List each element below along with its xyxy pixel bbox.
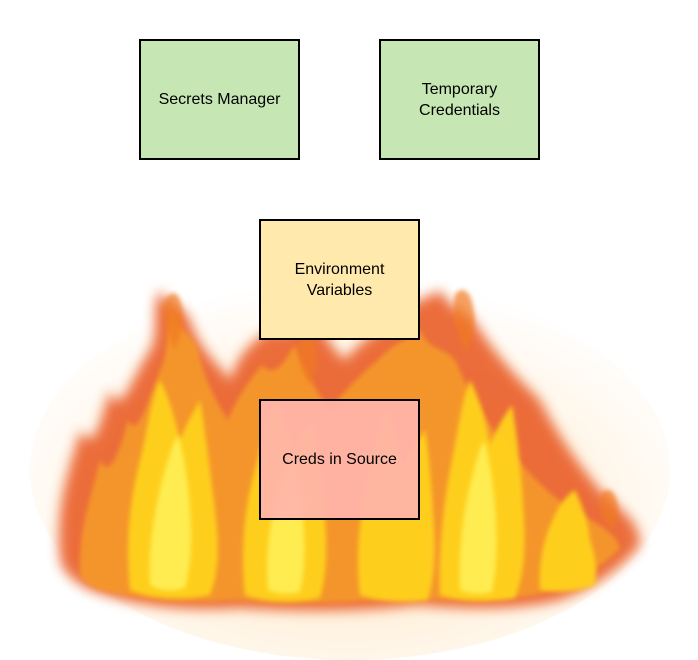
box-environment-variables: Environment Variables — [259, 219, 420, 340]
box-temporary-credentials: Temporary Credentials — [379, 39, 540, 160]
box-creds-in-source: Creds in Source — [259, 399, 420, 520]
box-secrets-manager: Secrets Manager — [139, 39, 300, 160]
